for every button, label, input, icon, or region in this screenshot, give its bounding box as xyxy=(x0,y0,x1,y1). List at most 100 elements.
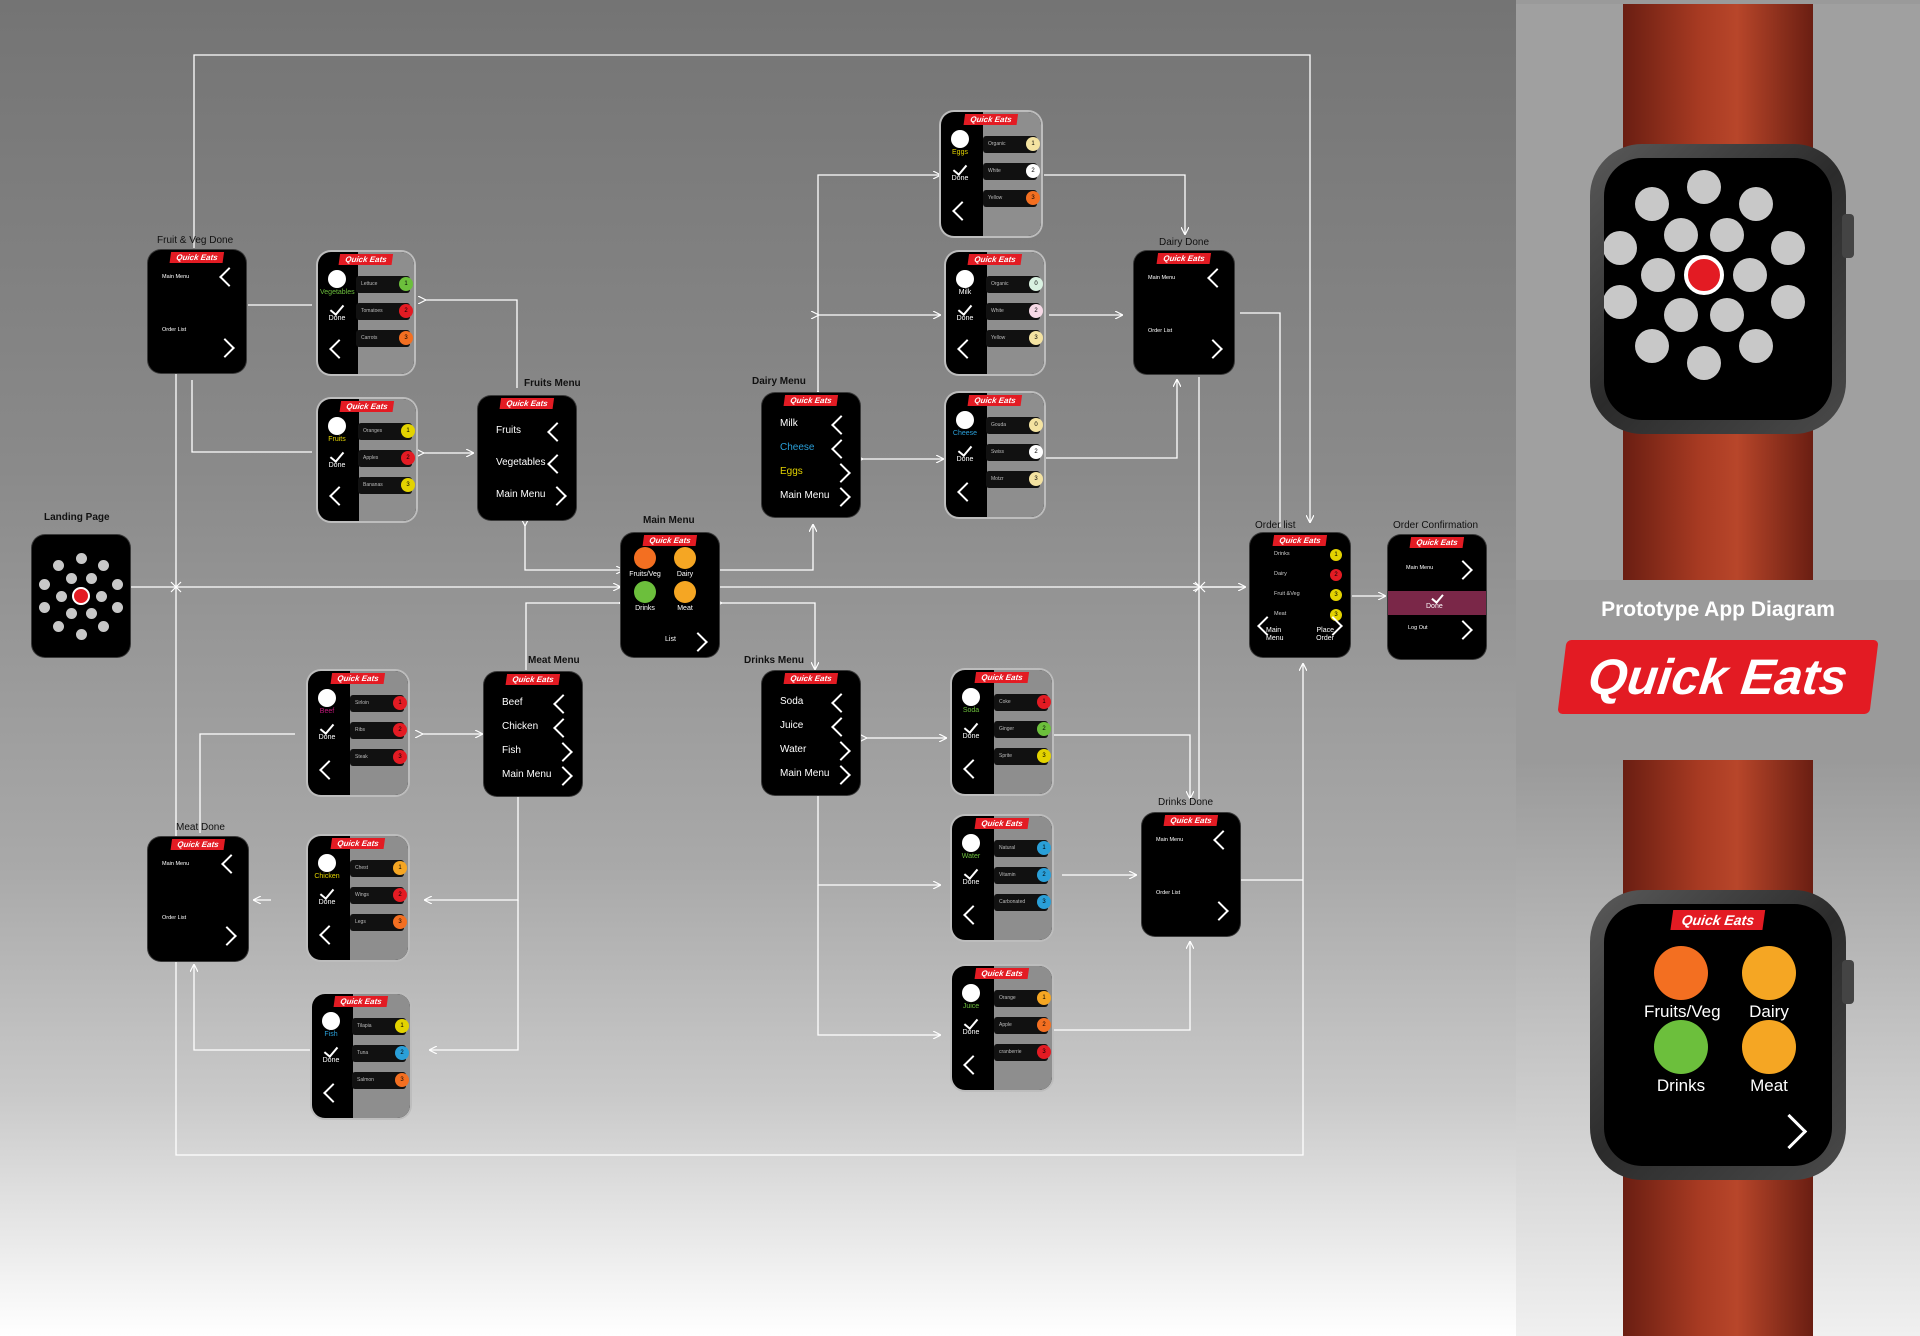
forward-chevron-icon[interactable] xyxy=(1203,339,1223,359)
chevron-icon[interactable] xyxy=(831,693,851,713)
back-chevron-icon[interactable] xyxy=(963,1055,983,1075)
forward-chevron-icon[interactable] xyxy=(688,632,708,652)
back-chevron-icon[interactable] xyxy=(963,905,983,925)
done-button[interactable]: Done xyxy=(310,719,344,741)
forward-chevron-icon[interactable] xyxy=(215,338,235,358)
back-chevron-icon[interactable] xyxy=(963,759,983,779)
chevron-icon[interactable] xyxy=(553,718,573,738)
main-menu-link[interactable]: Main Menu xyxy=(162,861,190,867)
back-chevron-icon[interactable] xyxy=(319,925,339,945)
menu-row[interactable]: Beef xyxy=(484,694,582,714)
menu-row[interactable]: Milk xyxy=(762,415,860,435)
back-chevron-icon[interactable] xyxy=(329,486,349,506)
menu-row[interactable]: Soda xyxy=(762,693,860,713)
done-button[interactable]: Done xyxy=(954,718,988,740)
menu-row[interactable]: Main Menu xyxy=(762,487,860,507)
back-chevron-icon[interactable] xyxy=(1207,268,1227,288)
category-tile[interactable]: Fruits/Veg xyxy=(1644,946,1721,1022)
menu-row[interactable]: Main Menu xyxy=(762,765,860,785)
menu-row[interactable]: Main Menu xyxy=(478,486,576,506)
chevron-icon[interactable] xyxy=(547,422,567,442)
forward-chevron-icon[interactable] xyxy=(831,487,851,507)
done-button[interactable]: Done xyxy=(320,300,354,322)
category-tile[interactable]: Drinks xyxy=(625,581,665,612)
menu-row[interactable]: Chicken xyxy=(484,718,582,738)
main-menu-link[interactable]: Main Menu xyxy=(1156,837,1184,843)
main-menu-link[interactable]: Main Menu xyxy=(1266,627,1284,642)
main-menu-link[interactable]: Main Menu xyxy=(1406,565,1434,571)
done-button[interactable]: Done xyxy=(943,160,977,182)
order-list-link[interactable]: Order List xyxy=(162,915,187,921)
back-chevron-icon[interactable] xyxy=(1213,830,1233,850)
category-tile[interactable]: Dairy xyxy=(665,547,705,578)
back-chevron-icon[interactable] xyxy=(319,760,339,780)
menu-row[interactable]: Water xyxy=(762,741,860,761)
done-bar[interactable]: Done xyxy=(1388,591,1486,615)
back-chevron-icon[interactable] xyxy=(221,854,241,874)
menu-row[interactable]: Vegetables xyxy=(478,454,576,474)
menu-row[interactable]: Fruits xyxy=(478,422,576,442)
back-chevron-icon[interactable] xyxy=(323,1083,343,1103)
chevron-icon[interactable] xyxy=(553,694,573,714)
forward-chevron-icon[interactable] xyxy=(831,765,851,785)
order-list-link[interactable]: Order List xyxy=(1148,328,1173,334)
order-list-link[interactable]: Order List xyxy=(162,327,187,333)
category-tile[interactable]: Meat xyxy=(665,581,705,612)
done-button[interactable]: Done xyxy=(310,884,344,906)
back-chevron-icon[interactable] xyxy=(957,339,977,359)
forward-chevron-icon[interactable] xyxy=(217,926,237,946)
forward-chevron-icon[interactable] xyxy=(1209,901,1229,921)
chevron-icon[interactable] xyxy=(553,742,573,762)
done-button[interactable]: Done xyxy=(948,300,982,322)
chevron-icon[interactable] xyxy=(831,415,851,435)
category-tile[interactable]: Drinks xyxy=(1644,1020,1718,1096)
done-button[interactable]: Done xyxy=(314,1042,348,1064)
forward-chevron-icon[interactable] xyxy=(553,766,573,786)
chevron-icon[interactable] xyxy=(831,741,851,761)
menu-row[interactable]: Juice xyxy=(762,717,860,737)
category-tile[interactable]: Dairy xyxy=(1732,946,1806,1022)
